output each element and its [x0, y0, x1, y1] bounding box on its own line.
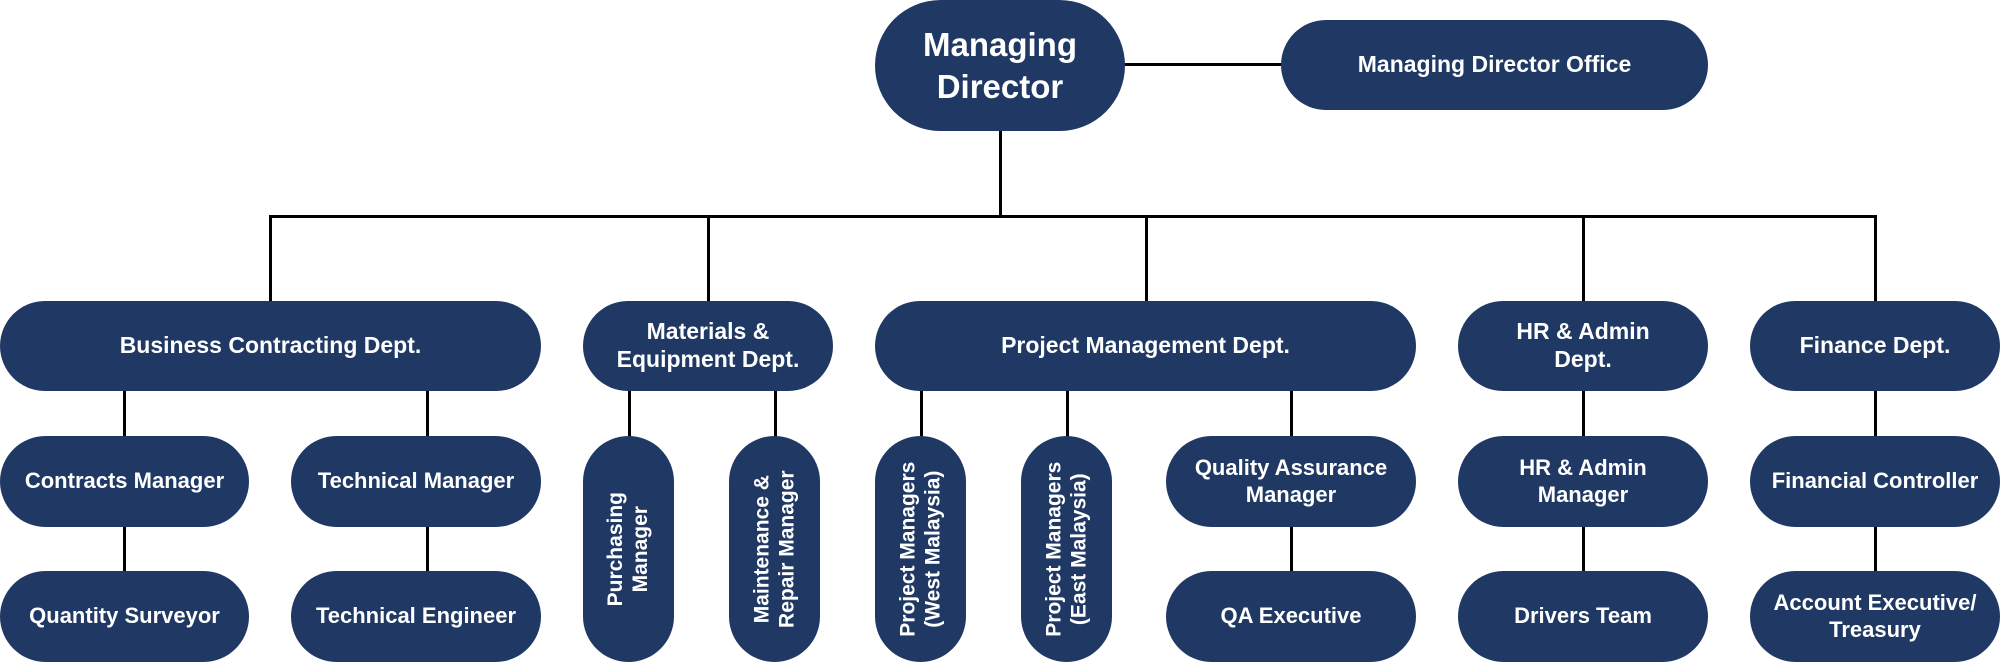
- node-technical-manager: Technical Manager: [291, 436, 541, 527]
- node-contracts-manager: Contracts Manager: [0, 436, 249, 527]
- label-project-managers-west: Project Managers(West Malaysia): [896, 461, 945, 637]
- node-qa-executive: QA Executive: [1166, 571, 1416, 662]
- label-project-managers-east: Project Managers(East Malaysia): [1042, 461, 1091, 637]
- connector-tech-engineer: [426, 526, 429, 573]
- node-materials-equipment-dept: Materials &Equipment Dept.: [583, 301, 833, 391]
- connector-md-down: [999, 130, 1002, 217]
- node-project-managers-east: Project Managers(East Malaysia): [1021, 436, 1112, 662]
- connector-fin-controller: [1874, 390, 1877, 437]
- node-business-contracting-dept: Business Contracting Dept.: [0, 301, 541, 391]
- connector-hr-drivers: [1582, 526, 1585, 573]
- node-managing-director-office: Managing Director Office: [1281, 20, 1708, 110]
- connector-business-tech: [426, 390, 429, 437]
- connector-md-to-office: [1124, 63, 1282, 66]
- connector-to-materials: [707, 215, 710, 302]
- node-maintenance-repair-manager: Maintenance &Repair Manager: [729, 436, 820, 662]
- connector-pm-west: [920, 390, 923, 437]
- connector-pm-east: [1066, 390, 1069, 437]
- node-quantity-surveyor: Quantity Surveyor: [0, 571, 249, 662]
- connector-to-pm: [1145, 215, 1148, 302]
- connector-to-finance: [1874, 215, 1877, 302]
- connector-contracts-qs: [123, 526, 126, 573]
- connector-pm-qa: [1290, 390, 1293, 437]
- connector-to-business: [269, 215, 272, 302]
- connector-hr-mgr: [1582, 390, 1585, 437]
- node-project-managers-west: Project Managers(West Malaysia): [875, 436, 966, 662]
- node-account-executive-treasury: Account Executive/Treasury: [1750, 571, 2000, 662]
- connector-horizontal-bus: [269, 215, 1877, 218]
- node-technical-engineer: Technical Engineer: [291, 571, 541, 662]
- node-financial-controller: Financial Controller: [1750, 436, 2000, 527]
- connector-business-contracts: [123, 390, 126, 437]
- node-project-management-dept: Project Management Dept.: [875, 301, 1416, 391]
- connector-materials-maint: [774, 390, 777, 437]
- connector-fin-acct: [1874, 526, 1877, 573]
- connector-qa-exec: [1290, 526, 1293, 573]
- node-drivers-team: Drivers Team: [1458, 571, 1708, 662]
- connector-materials-purchasing: [628, 390, 631, 437]
- node-finance-dept: Finance Dept.: [1750, 301, 2000, 391]
- connector-to-hr: [1582, 215, 1585, 302]
- label-maintenance-repair-manager: Maintenance &Repair Manager: [750, 470, 799, 628]
